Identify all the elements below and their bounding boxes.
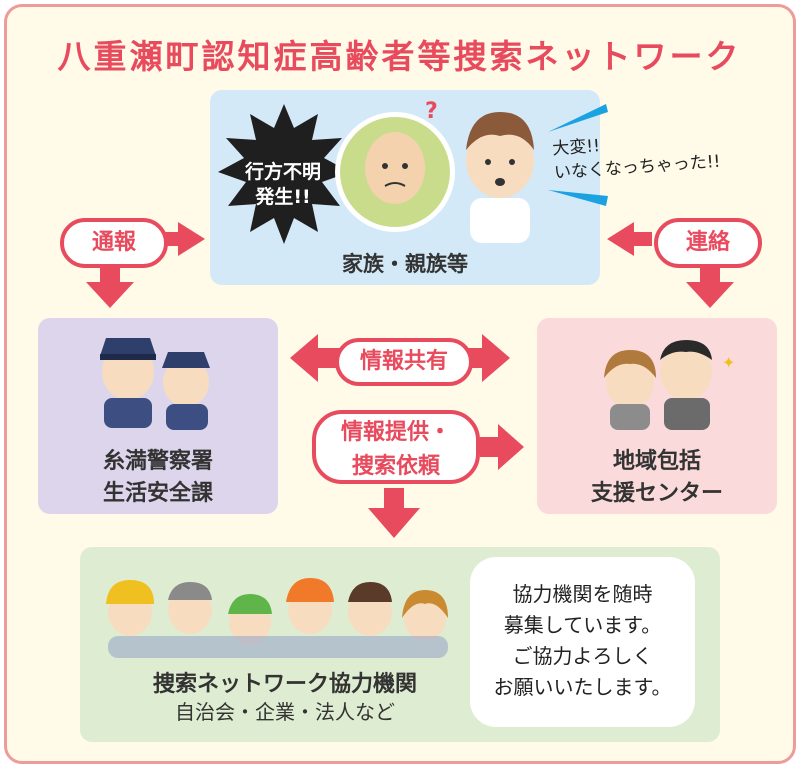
provide-info-badge: 情報提供・ 捜索依頼 [312, 410, 480, 484]
share-info-badge: 情報共有 [335, 338, 473, 386]
arrow-report-down [86, 262, 134, 308]
note-line-4: お願いいたします。 [493, 675, 672, 699]
network-label: 捜索ネットワーク協力機関 [152, 672, 417, 697]
police-label: 糸満警察署 生活安全課 [38, 446, 278, 510]
police-line-1: 糸満警察署 [102, 449, 213, 474]
arrow-provide-right [480, 424, 524, 470]
police-box [38, 318, 278, 514]
poster-title: 八重瀬町認知症高齢者等捜索ネットワーク [57, 37, 742, 76]
center-box [537, 318, 777, 514]
support-staff-illustration: ✦ [604, 340, 735, 430]
center-label: 地域包括 支援センター [537, 446, 777, 510]
provide-line-2: 捜索依頼 [351, 454, 440, 479]
arrow-contact-down [686, 262, 734, 308]
note-line-1: 協力機関を随時 [512, 582, 653, 606]
network-group-illustration [106, 578, 448, 658]
speech-line-bottom [548, 190, 608, 206]
police-officers-illustration [100, 338, 210, 430]
missing-burst-text: 行方不明 発生!! [228, 160, 338, 210]
center-line-1: 地域包括 [612, 449, 701, 474]
svg-text:?: ? [425, 99, 438, 124]
burst-line-2: 発生!! [255, 186, 311, 208]
provide-line-1: 情報提供・ [340, 420, 451, 445]
burst-line-1: 行方不明 [244, 161, 321, 183]
note-line-2: 募集しています。 [503, 613, 662, 637]
worried-man-illustration [466, 112, 534, 243]
arrow-contact-horizontal [607, 222, 652, 256]
contact-badge: 連絡 [654, 218, 762, 268]
report-badge: 通報 [60, 218, 168, 268]
svg-text:✦: ✦ [722, 353, 735, 372]
police-line-2: 生活安全課 [102, 481, 213, 506]
recruitment-note: 協力機関を随時 募集しています。 ご協力よろしく お願いいたします。 [470, 557, 695, 727]
center-line-2: 支援センター [590, 481, 723, 506]
network-sublabel: 自治会・企業・法人など [175, 700, 395, 724]
arrow-report-horizontal [160, 222, 205, 256]
arrow-provide-down [368, 488, 420, 538]
speech-line-top [548, 104, 608, 132]
family-label: 家族・親族等 [342, 252, 468, 276]
elderly-person-illustration: ? [335, 99, 455, 232]
burst-shape [218, 104, 350, 244]
note-line-3: ご協力よろしく [512, 644, 653, 668]
